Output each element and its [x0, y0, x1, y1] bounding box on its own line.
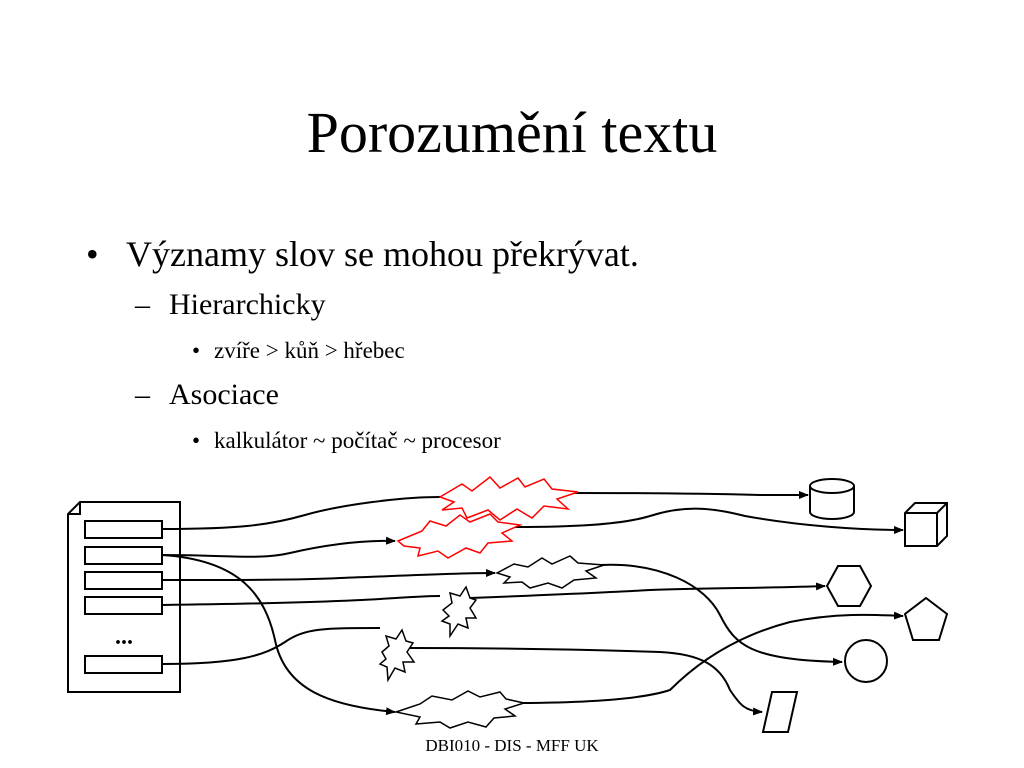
link-10 [599, 563, 843, 666]
bullet-marker: • [192, 428, 201, 453]
link-1 [161, 496, 441, 530]
bullet-text: zvíře > kůň > hřebec [214, 338, 405, 363]
meaning-links [161, 491, 904, 716]
document-ellipsis: ... [115, 624, 133, 650]
link-3 [161, 569, 496, 581]
meaning-burst-1 [495, 555, 605, 589]
word-slot-2 [84, 546, 163, 565]
concept-shapes [761, 478, 949, 733]
meaning-burst-red-1 [438, 475, 579, 521]
bullet-marker: • [192, 338, 201, 363]
bullet-text: Hierarchicky [169, 288, 326, 321]
link-9 [469, 582, 826, 599]
link-5 [161, 627, 381, 665]
bullet-text: Asociace [169, 378, 279, 411]
slide-footer: DBI010 - DIS - MFF UK [425, 736, 599, 755]
cube-shape [904, 502, 948, 547]
document-word-slots [84, 520, 163, 674]
other-meanings [378, 555, 605, 729]
pentagon-shape [903, 596, 949, 641]
word-slot-1 [84, 520, 163, 539]
word-slot-3 [84, 571, 163, 590]
word-slot-5 [84, 655, 163, 674]
link-12 [509, 611, 904, 704]
bullet-text: kalkulátor ~ počítač ~ procesor [214, 428, 501, 453]
dash-marker: – [135, 378, 150, 411]
bullet-marker: • [86, 234, 99, 274]
bullet-text: Významy slov se mohou překrývat. [126, 234, 639, 274]
meaning-burst-3 [378, 628, 416, 683]
parallelogram-shape [761, 691, 799, 733]
link-8 [514, 507, 904, 534]
hexagon-shape [825, 565, 873, 607]
highlighted-meanings [396, 475, 579, 559]
meaning-burst-2 [440, 585, 478, 639]
slide-title: Porozumění textu [306, 100, 718, 165]
link-7 [574, 491, 809, 499]
word-slot-4 [84, 596, 163, 615]
cylinder-shape [809, 478, 855, 520]
link-11 [409, 647, 763, 716]
meaning-burst-red-2 [396, 513, 523, 559]
link-6 [161, 554, 396, 716]
dash-marker: – [135, 288, 150, 321]
circle-shape [844, 639, 888, 683]
meaning-burst-4 [393, 690, 527, 729]
link-2 [161, 536, 396, 558]
link-4 [161, 595, 441, 606]
